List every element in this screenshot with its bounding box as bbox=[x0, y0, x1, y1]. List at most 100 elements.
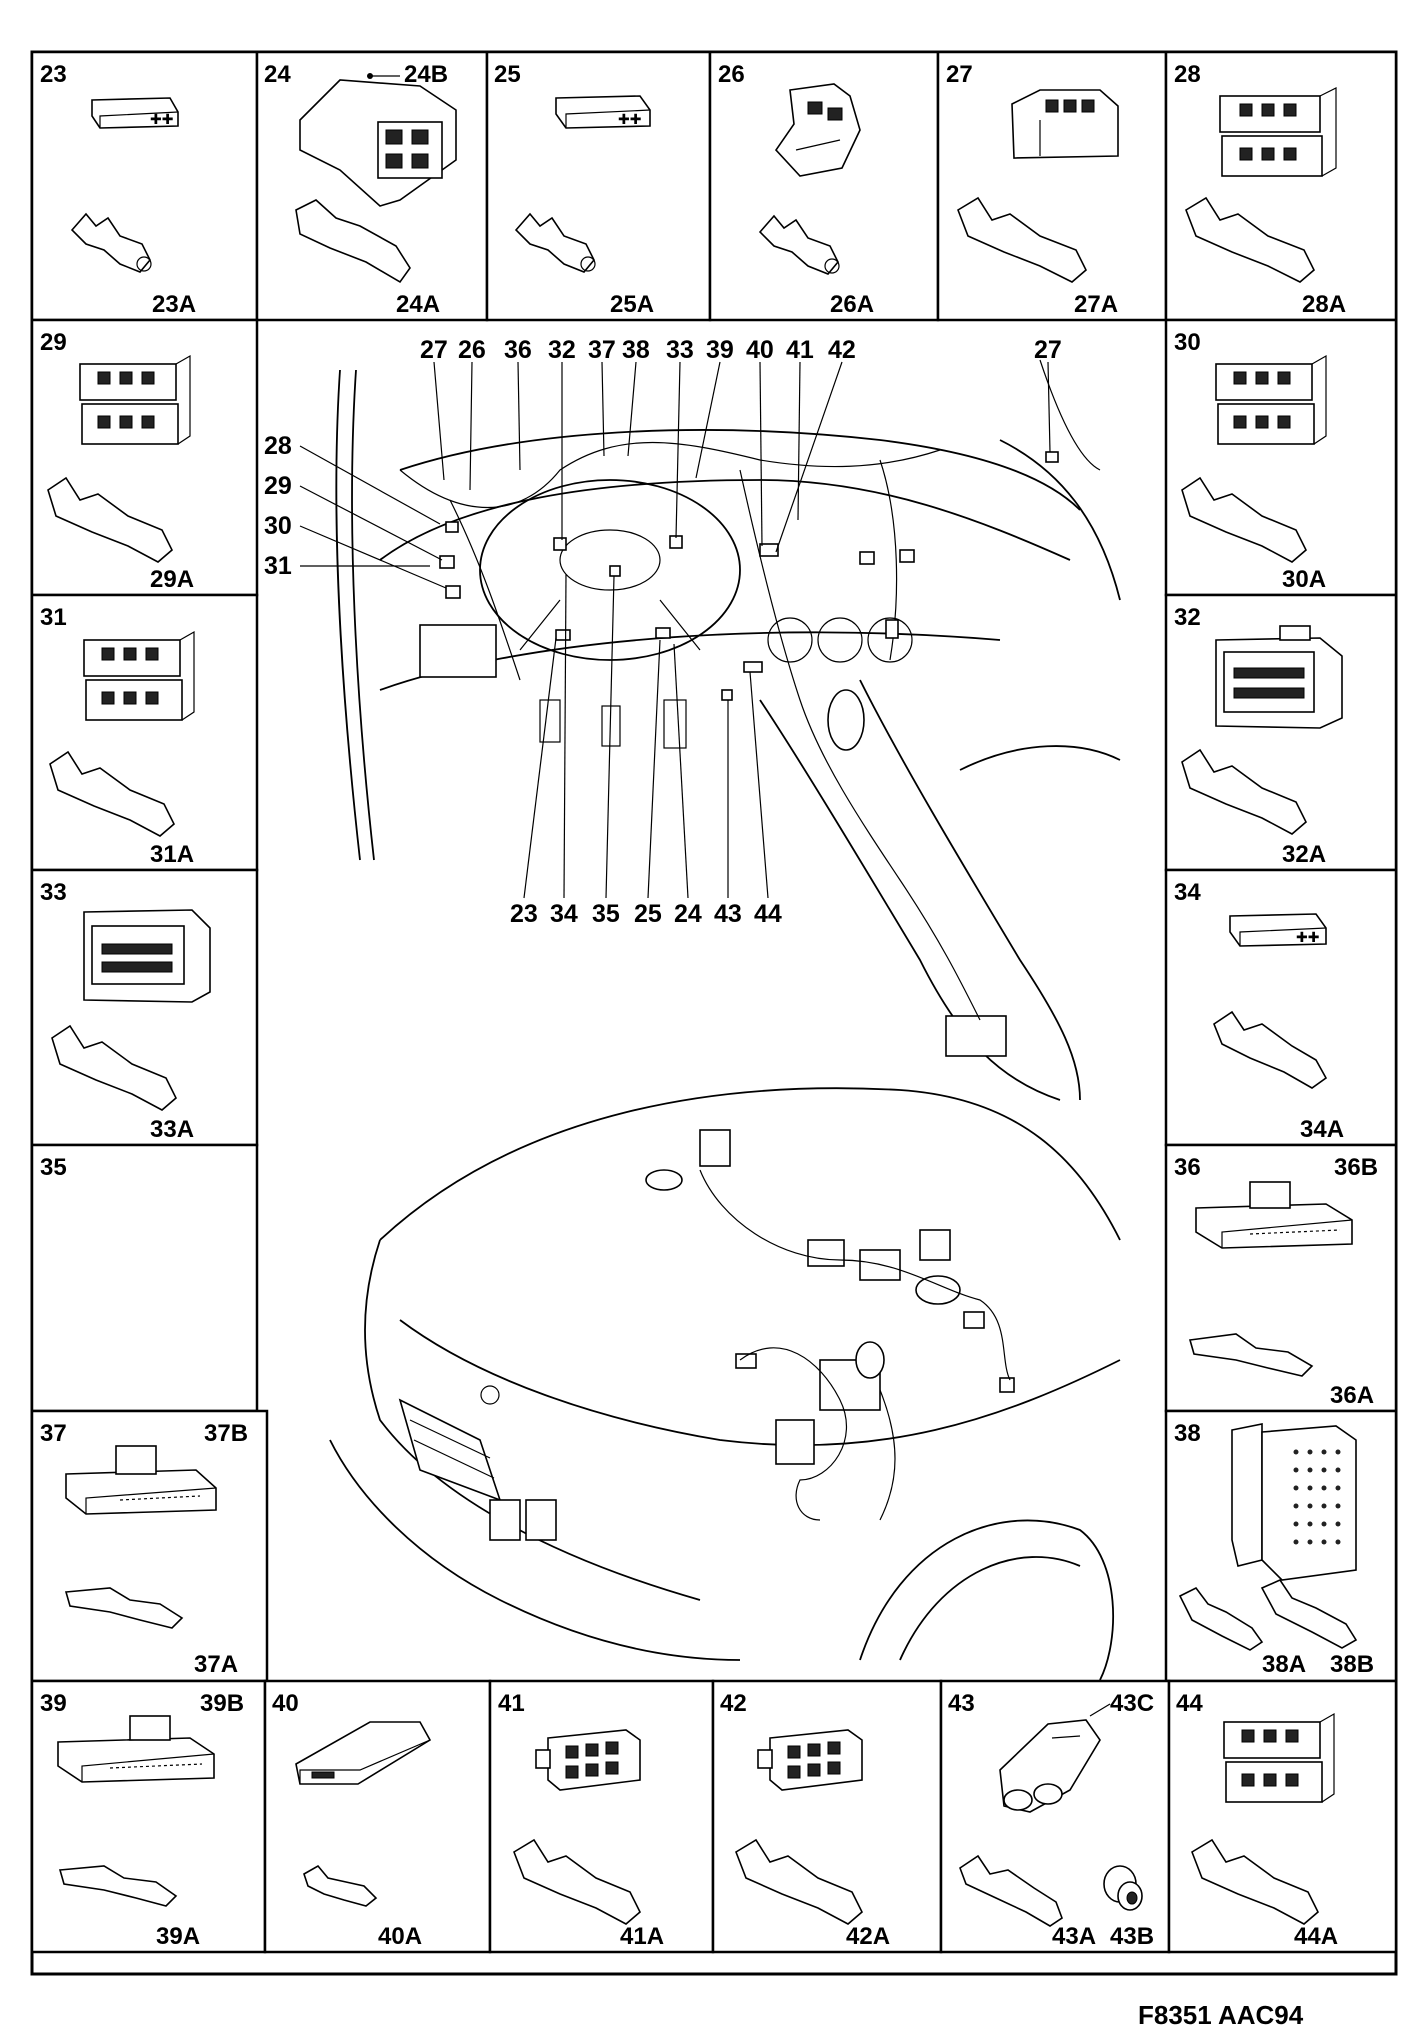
multi-pin-connector-icon bbox=[1215, 354, 1327, 445]
part-reference: 40A bbox=[378, 1923, 422, 1950]
callout-label: 35 bbox=[592, 900, 620, 928]
vehicle-wiring-illustration bbox=[329, 359, 1121, 1681]
single-pin-connector-icon bbox=[295, 1721, 432, 1785]
multi-pin-connector-icon bbox=[83, 630, 195, 721]
large-multipin-connector-icon bbox=[1231, 1423, 1357, 1581]
part-reference: 29A bbox=[150, 566, 194, 593]
part-reference: 34A bbox=[1300, 1116, 1344, 1143]
part-reference: 25A bbox=[610, 291, 654, 318]
cell-number: 37 bbox=[40, 1420, 67, 1447]
cell-44: 44 44A bbox=[1167, 1679, 1398, 1954]
terminal-pin-icon bbox=[295, 199, 411, 284]
relay-connector-icon bbox=[299, 79, 457, 207]
top-callout-leaders bbox=[433, 361, 1051, 553]
multi-pin-connector-icon bbox=[79, 354, 191, 445]
terminal-pin-icon bbox=[51, 1024, 177, 1111]
part-reference: 27A bbox=[1074, 291, 1118, 318]
cell-41: 41 41A bbox=[488, 1679, 715, 1954]
cell-number: 44 bbox=[1176, 1690, 1203, 1717]
part-reference: 39B bbox=[200, 1690, 244, 1717]
part-reference: 37A bbox=[194, 1651, 238, 1678]
multi-pin-connector-icon bbox=[757, 1729, 863, 1791]
terminal-pin-icon bbox=[1188, 1333, 1314, 1377]
part-reference: 43A bbox=[1052, 1923, 1096, 1950]
cell-43: 43 43C 43A 43B bbox=[939, 1679, 1171, 1954]
part-reference: 43B bbox=[1110, 1923, 1154, 1950]
terminal-pin-icon bbox=[758, 214, 840, 275]
cell-number: 29 bbox=[40, 329, 67, 356]
callout-label: 27 bbox=[420, 336, 448, 364]
callout-label: 34 bbox=[550, 900, 578, 928]
cell-number: 42 bbox=[720, 1690, 747, 1717]
cell-36: 36 36B 36A bbox=[1164, 1143, 1398, 1413]
cell-number: 36 bbox=[1174, 1154, 1201, 1181]
flat-connector-icon bbox=[1195, 1181, 1353, 1249]
cell-number: 43 bbox=[948, 1690, 975, 1717]
cell-28: 28 28A bbox=[1164, 50, 1398, 322]
terminal-pin-icon bbox=[47, 476, 173, 563]
svg-text:✚✚: ✚✚ bbox=[1296, 930, 1319, 946]
cell-30: 30 30A bbox=[1164, 318, 1398, 597]
cell-number: 24 bbox=[264, 61, 291, 88]
terminal-pin-icon bbox=[64, 1587, 184, 1629]
callout-label: 40 bbox=[746, 336, 774, 364]
multi-pin-connector-icon bbox=[1223, 1712, 1335, 1803]
terminal-pin-icon bbox=[514, 212, 596, 273]
connector-housing-icon: ✚✚ bbox=[1229, 913, 1327, 947]
cell-number: 27 bbox=[946, 61, 973, 88]
callout-label: 37 bbox=[588, 336, 616, 364]
connector-housing-icon bbox=[1011, 89, 1119, 159]
part-reference: 24B bbox=[404, 61, 448, 88]
callout-label: 31 bbox=[264, 552, 292, 580]
cell-number: 41 bbox=[498, 1690, 525, 1717]
part-reference: 32A bbox=[1282, 841, 1326, 868]
sealed-connector-icon bbox=[999, 1719, 1101, 1813]
cell-42: 42 42A bbox=[711, 1679, 943, 1954]
terminal-pin-icon bbox=[513, 1838, 641, 1925]
angled-connector-icon bbox=[774, 83, 861, 177]
multi-pin-connector-icon bbox=[535, 1729, 641, 1791]
callout-label: 30 bbox=[264, 512, 292, 540]
seal-plug-icon bbox=[1103, 1865, 1143, 1911]
cell-number: 35 bbox=[40, 1154, 67, 1181]
part-reference: 31A bbox=[150, 841, 194, 868]
cell-number: 34 bbox=[1174, 879, 1201, 906]
cell-35: 35 bbox=[30, 1143, 259, 1413]
part-reference: 26A bbox=[830, 291, 874, 318]
cell-32: 32 32A bbox=[1164, 593, 1398, 872]
part-reference: 33A bbox=[150, 1116, 194, 1143]
callout-label: 24 bbox=[674, 900, 702, 928]
cell-number: 23 bbox=[40, 61, 67, 88]
terminal-pin-icon bbox=[70, 212, 152, 273]
callout-label: 43 bbox=[714, 900, 742, 928]
callout-label: 39 bbox=[706, 336, 734, 364]
cell-27: 27 27A bbox=[936, 50, 1168, 322]
callout-label: 29 bbox=[264, 472, 292, 500]
part-reference: 36A bbox=[1330, 1382, 1374, 1409]
cell-29: 29 29A bbox=[30, 318, 259, 597]
terminal-pin-icon bbox=[1213, 1010, 1328, 1089]
callout-label: 38 bbox=[622, 336, 650, 364]
callout-label: 44 bbox=[754, 900, 782, 928]
part-reference: 36B bbox=[1334, 1154, 1378, 1181]
multi-pin-connector-icon bbox=[1219, 87, 1337, 177]
bottom-callout-labels: 23 34 35 25 24 43 44 bbox=[510, 573, 782, 928]
cell-number: 31 bbox=[40, 604, 67, 631]
callout-label: 26 bbox=[458, 336, 486, 364]
cell-number: 28 bbox=[1174, 61, 1201, 88]
cell-23: 23 ✚✚ 23A bbox=[30, 50, 259, 322]
callout-label: 27 bbox=[1034, 336, 1062, 364]
part-reference: 41A bbox=[620, 1923, 664, 1950]
top-callout-labels: 27 26 36 32 37 38 33 39 40 41 42 27 bbox=[420, 336, 1062, 364]
rectangular-connector-icon bbox=[1215, 625, 1343, 729]
cell-number: 39 bbox=[40, 1690, 67, 1717]
cell-number: 26 bbox=[718, 61, 745, 88]
callout-label: 32 bbox=[548, 336, 576, 364]
rectangular-connector-icon bbox=[83, 909, 211, 1003]
terminal-pin-icon bbox=[1181, 748, 1307, 835]
part-reference: 38A bbox=[1262, 1651, 1306, 1678]
callout-label: 23 bbox=[510, 900, 538, 928]
cell-26: 26 26A bbox=[708, 50, 940, 322]
part-reference: 38B bbox=[1330, 1651, 1374, 1678]
